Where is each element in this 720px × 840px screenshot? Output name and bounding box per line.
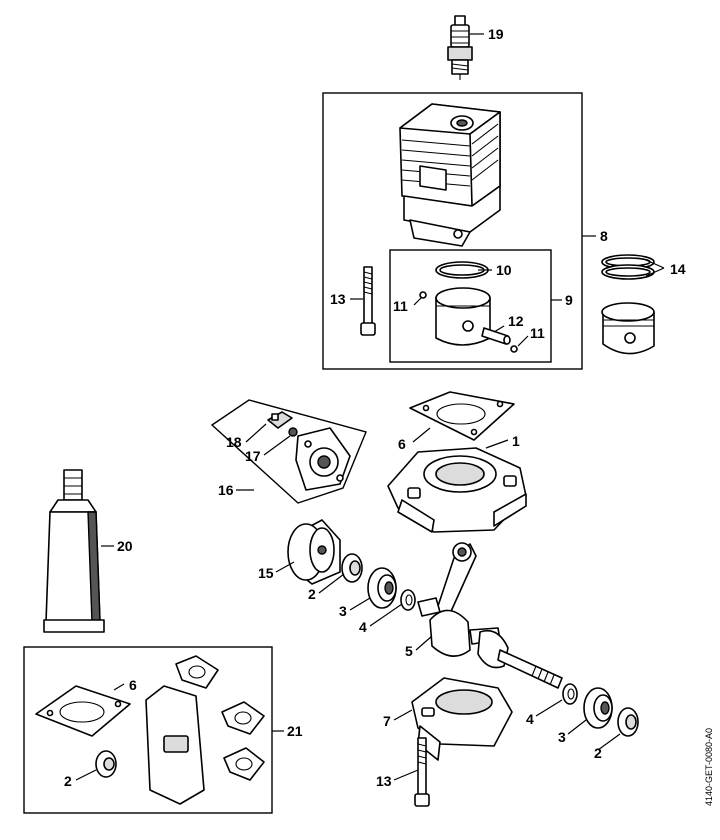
- label-14: 14: [670, 261, 686, 277]
- label-5: 5: [405, 643, 413, 659]
- carburetor-flange-frame: [210, 399, 367, 504]
- label-11-left: 11: [393, 298, 408, 314]
- label-2-upper: 2: [308, 586, 316, 602]
- gasket-cylinder-in-set: [35, 685, 131, 737]
- label-21: 21: [287, 723, 303, 739]
- crankcase-bolt-lower: [414, 737, 430, 807]
- grease-tube: [43, 469, 105, 633]
- label-17: 17: [245, 448, 261, 464]
- label-18: 18: [226, 434, 242, 450]
- intake-gasket-2: [221, 701, 265, 735]
- bearing-lower-right: [583, 687, 613, 729]
- spring-17: [288, 427, 298, 437]
- drawing-reference: 4140-GET-0080-A0: [704, 728, 714, 806]
- circlip-left: [419, 291, 427, 299]
- washer-lower-right: [562, 683, 578, 705]
- label-2-set: 2: [64, 773, 72, 789]
- label-15: 15: [258, 565, 274, 581]
- label-3-upper: 3: [339, 603, 347, 619]
- label-4-lower: 4: [526, 711, 534, 727]
- label-11-right: 11: [530, 325, 545, 341]
- label-19: 19: [488, 26, 504, 42]
- label-9: 9: [565, 292, 573, 308]
- piston-reference: [601, 302, 655, 355]
- label-2-lower: 2: [594, 745, 602, 761]
- seal-lower-right: [617, 707, 639, 737]
- label-6-lower: 6: [129, 677, 137, 693]
- crankshaft: [417, 542, 563, 689]
- label-20: 20: [117, 538, 133, 554]
- seal-upper-left: [341, 553, 363, 583]
- label-16: 16: [218, 482, 234, 498]
- cylinder: [399, 103, 501, 247]
- leader-lines: [75, 33, 665, 781]
- nipple-18: [267, 411, 293, 429]
- piston-pin: [481, 327, 511, 345]
- crankcase-upper: [387, 447, 527, 533]
- crankcase-lower: [411, 677, 513, 761]
- label-1: 1: [512, 433, 520, 449]
- label-12: 12: [508, 313, 524, 329]
- seal-in-set: [95, 750, 117, 778]
- label-7: 7: [383, 713, 391, 729]
- label-4-upper: 4: [359, 619, 367, 635]
- spark-plug: [447, 15, 473, 80]
- intake-gasket-1: [175, 655, 219, 689]
- intake-gasket-3: [223, 747, 265, 781]
- label-6-upper: 6: [398, 436, 406, 452]
- piston: [435, 287, 491, 346]
- washer-upper-left: [400, 589, 416, 611]
- carburetor-flange: [295, 427, 351, 491]
- cylinder-gasket: [409, 391, 515, 441]
- piston-ring-10: [435, 261, 489, 279]
- clutch-drum: [287, 519, 341, 585]
- label-3-lower: 3: [558, 729, 566, 745]
- bearing-upper-left: [367, 567, 397, 609]
- label-10: 10: [496, 262, 512, 278]
- circlip-right: [510, 345, 518, 353]
- cylinder-assembly-frame: [322, 92, 583, 370]
- gasket-set-frame: [23, 646, 273, 814]
- heat-shield-gasket: [145, 685, 205, 805]
- piston-rings-14: [601, 254, 655, 280]
- label-13-lower: 13: [376, 773, 392, 789]
- piston-assembly-frame: [389, 249, 552, 363]
- cylinder-bolt-upper: [360, 266, 376, 336]
- label-8: 8: [600, 228, 608, 244]
- label-13-upper: 13: [330, 291, 346, 307]
